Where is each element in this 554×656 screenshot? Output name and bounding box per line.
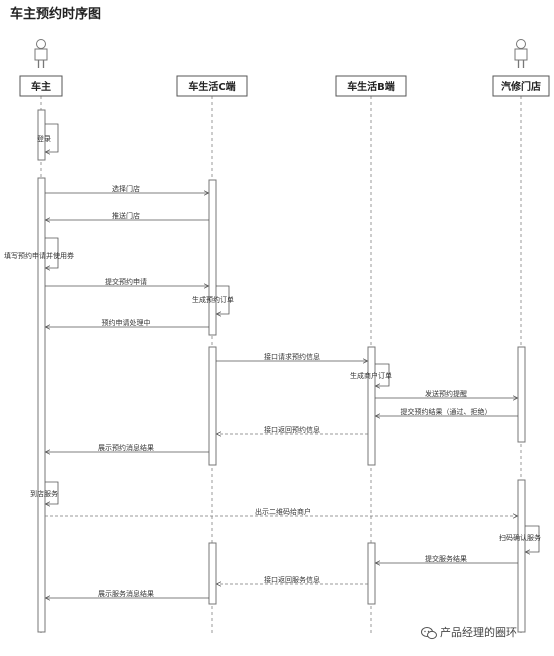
store-activation [517,479,526,633]
message-login-label: 登录 [37,134,51,143]
b-end-activation [367,542,376,605]
message-send-reminder-label: 发送预约提醒 [425,389,467,398]
c-end-activation [208,346,217,466]
message-show-qr-label: 出示二维码给商户 [255,507,311,516]
message-return-info-label: 接口返回预约信息 [264,425,320,434]
actor-store-label: 汽修门店 [501,80,541,93]
message-return-info: 接口返回预约信息 [217,425,368,434]
message-request-info-label: 接口请求预约信息 [264,352,320,361]
c-end-activation [208,179,217,336]
message-processing-label: 预约申请处理中 [102,318,151,327]
message-return-service-label: 接口返回服务信息 [264,575,320,584]
message-push-store-label: 推送门店 [112,211,140,220]
actor-c-end-label: 车生活C端 [188,80,235,93]
message-arrive-store-label: 到店服务 [30,489,58,498]
message-submit-result-label: 提交预约结果（通过、拒绝） [401,407,492,416]
owner-activation [37,109,46,161]
message-processing: 预约申请处理中 [46,318,209,327]
watermark-text: 产品经理的圈环 [440,625,517,639]
message-show-appointment-result-label: 展示预约消息结果 [98,443,154,452]
message-return-service: 接口返回服务信息 [217,575,368,584]
message-merchant-order: 生成商户订单 [350,363,392,386]
message-login: 登录 [37,123,59,152]
message-scan-confirm: 扫码确认服务 [499,525,541,552]
message-submit-application: 提交预约申请 [45,277,208,286]
message-show-appointment-result: 展示预约消息结果 [46,443,209,452]
actor-b-end-label: 车生活B端 [347,80,395,93]
message-create-order-label: 生成预约订单 [192,295,234,304]
message-fill-application: 填写预约申请并使用券 [4,237,74,268]
actor-c-end: 车生活C端 [176,75,248,97]
actor-store: 汽修门店 [492,75,550,97]
message-arrive-store: 到店服务 [30,481,59,504]
store-person-icon [514,39,528,68]
message-submit-result: 提交预约结果（通过、拒绝） [376,407,518,416]
message-select-store-label: 选择门店 [112,184,140,193]
actor-owner: 车主 [19,75,63,97]
owner-activation [37,177,46,633]
message-submit-application-label: 提交预约申请 [105,277,147,286]
message-show-qr: 出示二维码给商户 [45,507,517,516]
message-show-service-result: 展示服务消息结果 [46,589,209,598]
message-scan-confirm-label: 扫码确认服务 [499,533,541,542]
message-submit-service: 提交服务结果 [376,554,518,563]
c-end-activation [208,542,217,605]
message-fill-application-label: 填写预约申请并使用券 [4,251,74,260]
diagram-title: 车主预约时序图 [10,6,101,22]
message-merchant-order-label: 生成商户订单 [350,371,392,380]
message-create-order: 生成预约订单 [192,285,234,314]
b-end-activation [367,346,376,466]
actor-owner-label: 车主 [31,80,51,93]
store-activation [517,346,526,443]
watermark: 产品经理的圈环 [421,625,517,640]
message-submit-service-label: 提交服务结果 [425,554,467,563]
wechat-icon [421,627,437,640]
message-send-reminder: 发送预约提醒 [375,389,517,398]
message-select-store: 选择门店 [45,184,208,193]
message-show-service-result-label: 展示服务消息结果 [98,589,154,598]
message-push-store: 推送门店 [46,211,209,220]
message-request-info: 接口请求预约信息 [216,352,367,361]
owner-person-icon [34,39,48,68]
actor-b-end: 车生活B端 [335,75,407,97]
